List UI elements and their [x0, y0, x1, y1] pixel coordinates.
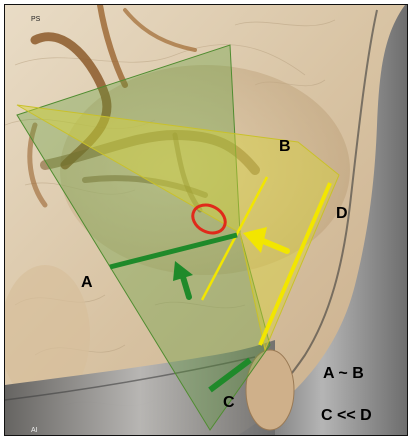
region-label-c: C [223, 394, 235, 411]
region-label-a: A [81, 274, 93, 291]
comparison-c-d: C << D [321, 407, 372, 424]
region-label-b: B [279, 138, 291, 155]
corner-tag-bottom: AI [31, 427, 38, 434]
figure-frame: PS AI A B C D A ~ B C << D [4, 4, 408, 436]
region-label-d: D [336, 205, 348, 222]
comparison-a-b: A ~ B [323, 365, 364, 382]
corner-tag-top: PS [31, 16, 41, 23]
anatomy-illustration: PS AI A B C D A ~ B C << D [5, 5, 408, 436]
